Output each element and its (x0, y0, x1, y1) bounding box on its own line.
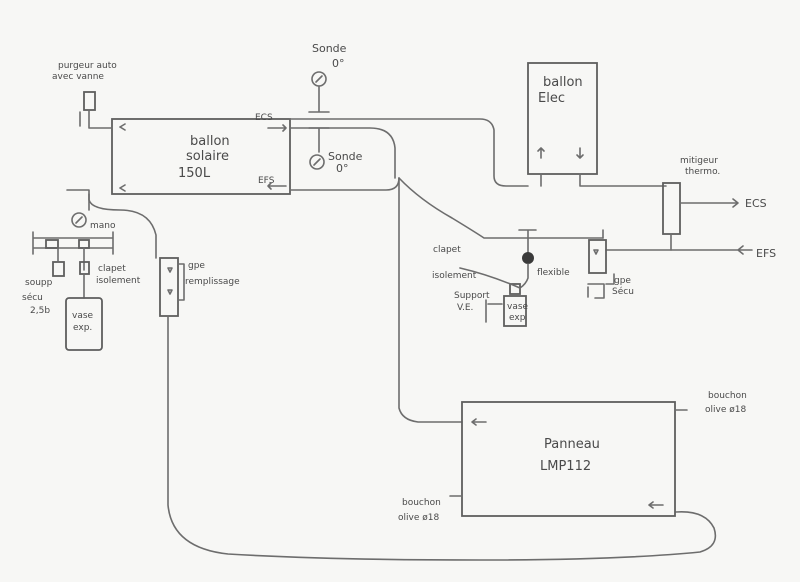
panneau-line1: Panneau (544, 437, 600, 452)
vase-right-label-2: exp (509, 313, 526, 323)
flexible-hose (519, 263, 529, 289)
ballon-elec-ports (540, 173, 667, 187)
gauge-icon (309, 154, 325, 170)
sonde-top-stem (308, 85, 330, 113)
groupe-securite: gpe Sécu (587, 229, 634, 299)
clapet-left-label-2: isolement (96, 276, 141, 286)
manometer-needle-icon (75, 216, 83, 224)
efs-tank-label: EFS (258, 176, 275, 186)
groupe-remplissage: gpe remplissage (159, 257, 240, 317)
arrow-up-icon (537, 147, 545, 159)
support-label-2: V.E. (457, 303, 473, 313)
gauge-needle-icon (315, 75, 323, 83)
valve-icon (593, 249, 599, 255)
gpe-secu-label-2: Sécu (612, 286, 634, 297)
ballon-solaire-line1: ballon (190, 134, 230, 149)
pipe-to-panneau (398, 177, 463, 423)
mitigeur-label-2: thermo. (685, 167, 720, 177)
ecs-out-label: ECS (745, 197, 767, 210)
soupape-label-1: soupp (25, 278, 53, 288)
sonde-bottom-unit: 0° (336, 162, 349, 175)
ballon-solaire: ballon solaire 150L ECS EFS (111, 113, 291, 195)
arrow-down-icon (576, 147, 584, 159)
arrow-icon (119, 123, 126, 131)
bouchon-top-label-1: bouchon (708, 391, 747, 401)
panneau-line2: LMP112 (540, 459, 591, 474)
vase-left-label-2: exp. (73, 323, 92, 333)
pipe-ecs-secondary (289, 127, 396, 179)
pipe-efs-return (289, 177, 400, 191)
valve-icon (167, 267, 173, 295)
mitigeur-thermo: mitigeur thermo. ECS (662, 156, 767, 251)
sonde-bottom-label: Sonde (328, 150, 363, 163)
sonde-top-label: Sonde (312, 42, 347, 55)
gpe-remplissage-label-2: remplissage (185, 277, 240, 287)
bouchon-top-label-2: olive ø18 (705, 405, 746, 415)
arrow-icon (267, 124, 287, 132)
gpe-secu-label-1: gpe (614, 276, 631, 286)
gpe-secu-connection (602, 229, 615, 285)
ballon-elec-line1: ballon (543, 75, 583, 90)
collector-pipe (32, 231, 114, 255)
vase-right-label-1: vase (507, 302, 529, 312)
support-bracket (485, 299, 503, 323)
purgeur-label-2: avec vanne (52, 72, 104, 82)
soupape-label-3: 2,5b (30, 306, 50, 316)
ecs-tank-label: ECS (255, 113, 273, 123)
manometer-icon (71, 212, 87, 228)
efs-in-label: EFS (756, 247, 776, 260)
main-return-loop (167, 315, 717, 561)
soupape-label-2: sécu (22, 292, 43, 303)
leader-line (459, 267, 521, 289)
pipe-ecs-to-ballon-elec (289, 118, 529, 187)
vase-left-label-1: vase (72, 311, 94, 321)
clapet-knob-icon (522, 252, 534, 264)
clapet-left-label-1: clapet (98, 264, 126, 274)
pipe-to-vase-right (398, 177, 604, 239)
bouchon-bottom-label-1: bouchon (402, 498, 441, 508)
vase-expansion-right: vase exp clapet isolement flexible Suppo… (432, 229, 570, 327)
drop-pipes (57, 247, 85, 271)
arrow-icon (648, 501, 664, 509)
panneau-lmp112: Panneau LMP112 (449, 401, 688, 517)
sonde-top: Sonde 0° (308, 42, 347, 113)
ballon-elec: ballon Elec (527, 62, 667, 187)
bouchon-bottom-label-2: olive ø18 (398, 513, 439, 523)
efs-in-pipe (605, 245, 753, 255)
mitigeur-label-1: mitigeur (680, 156, 718, 166)
pipe-to-gpe-remplissage (88, 193, 157, 259)
gpe-secu-drain (587, 283, 605, 299)
purgeur-label-1: purgeur auto (58, 61, 117, 71)
clapet-right-label-1: clapet (433, 245, 461, 255)
sonde-bottom: Sonde 0° (308, 127, 363, 175)
gpe-remplissage-label-1: gpe (188, 261, 205, 271)
arrow-icon (119, 184, 126, 192)
ballon-solaire-capacity: 150L (178, 166, 211, 181)
mano-label: mano (90, 221, 116, 231)
purgeur-auto: purgeur auto avec vanne (52, 61, 117, 129)
ballon-elec-line2: Elec (538, 91, 565, 106)
sonde-top-unit: 0° (332, 57, 345, 70)
left-safety-assembly: mano soupp sécu 2,5b clapet isolement va… (22, 189, 141, 351)
gauge-needle-icon (313, 158, 321, 166)
flexible-label: flexible (537, 268, 570, 278)
sonde-bottom-stem (308, 127, 330, 153)
ballon-solaire-line2: solaire (186, 149, 229, 164)
support-label-1: Support (454, 291, 490, 301)
tee-icon (518, 229, 537, 253)
purgeur-pipe (88, 109, 113, 129)
tee-left (66, 189, 90, 211)
ecs-out-arrow (679, 198, 739, 208)
clapet-right-label-2: isolement (432, 271, 477, 281)
arrow-icon (267, 182, 287, 190)
bypass-icon (177, 263, 185, 301)
arrow-icon (471, 418, 487, 426)
